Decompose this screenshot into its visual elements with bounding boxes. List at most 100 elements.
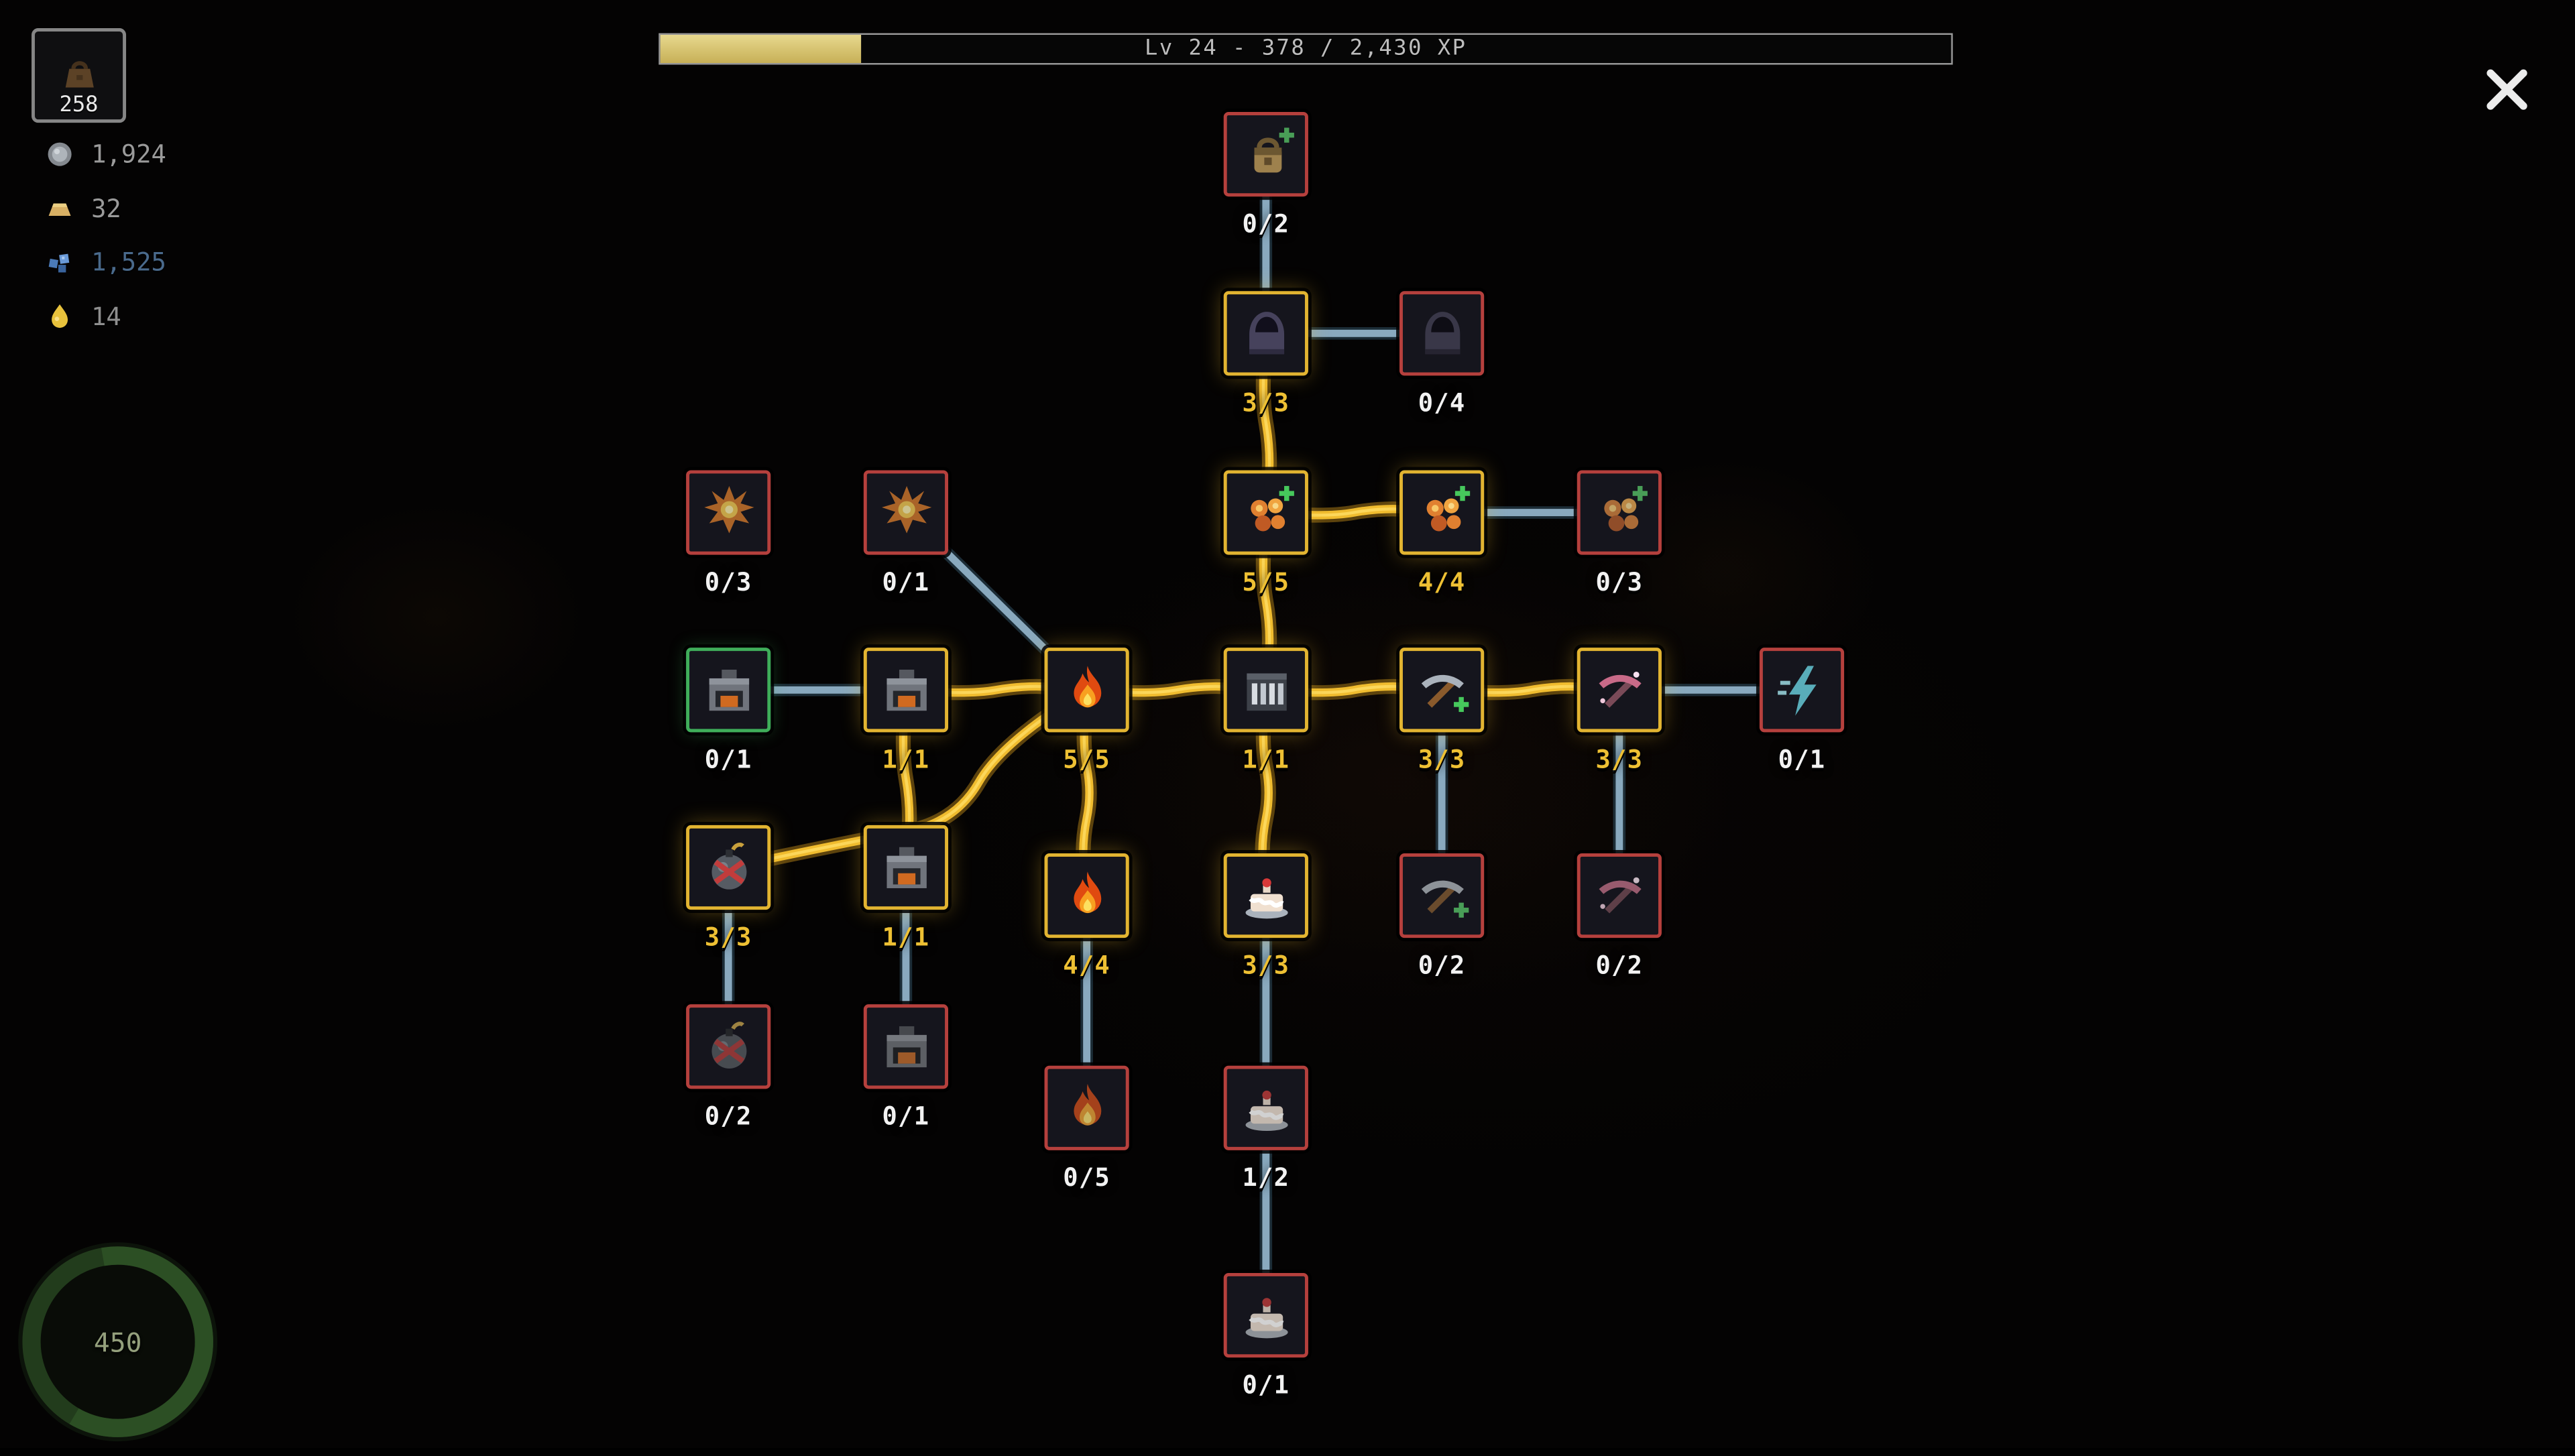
cake-icon xyxy=(1245,1089,1288,1130)
xp-bar-fill xyxy=(660,34,862,64)
skill-node-points: 3/3 xyxy=(1418,744,1466,775)
pickaxe-red-icon xyxy=(1598,876,1641,913)
explosion-icon xyxy=(880,485,931,533)
flame-icon xyxy=(1073,1083,1101,1125)
satchel-plus-icon xyxy=(1253,127,1294,172)
flame-icon xyxy=(1073,665,1101,707)
ore-upgrade-icon xyxy=(1603,485,1647,531)
skill-node-pickaxe-boost-2[interactable] xyxy=(1399,853,1485,938)
resource-item: 14 xyxy=(43,300,121,332)
skill-node-miner-robe[interactable] xyxy=(1223,291,1308,376)
skill-node-blast-1[interactable] xyxy=(686,470,771,555)
skill-node-pickaxe-boost-1[interactable] xyxy=(1399,648,1485,733)
inventory-slot-count: 258 xyxy=(59,93,99,118)
skill-node-points: 0/1 xyxy=(882,1101,930,1132)
skill-node-pickaxe-power-1[interactable] xyxy=(1577,648,1662,733)
xp-bar: Lv 24 - 378 / 2,430 XP xyxy=(659,33,1953,65)
ingot-icon xyxy=(48,202,71,216)
skill-node-points: 0/3 xyxy=(1595,567,1644,597)
close-icon xyxy=(2486,69,2527,110)
furnace-icon xyxy=(886,1025,926,1067)
cake-icon xyxy=(1245,1296,1288,1338)
skill-node-points: 1/2 xyxy=(1242,1162,1290,1193)
ring-counter-value: 450 xyxy=(93,1326,142,1358)
flame-icon xyxy=(1073,870,1101,912)
pickaxe-plus-icon xyxy=(1420,674,1469,711)
skill-node-points: 0/2 xyxy=(1595,950,1644,981)
bomb-icon xyxy=(711,1021,746,1068)
skill-node-bomb-2[interactable] xyxy=(686,1004,771,1089)
explosion-icon xyxy=(703,485,754,533)
skill-node-points: 0/2 xyxy=(704,1101,752,1132)
skill-node-points: 3/3 xyxy=(1242,950,1290,981)
skill-node-bomb-1[interactable] xyxy=(686,825,771,910)
skill-node-ore-boost[interactable] xyxy=(1223,470,1308,555)
skill-node-points: 5/5 xyxy=(1242,567,1290,597)
skill-node-blast-2[interactable] xyxy=(863,470,949,555)
robe-icon xyxy=(1248,310,1283,354)
robe-icon xyxy=(1424,310,1460,354)
skill-node-cake-3[interactable] xyxy=(1223,1272,1308,1358)
bag-icon xyxy=(54,48,103,104)
ore-upgrade-icon xyxy=(1426,485,1469,531)
skill-node-points: 3/3 xyxy=(1242,387,1290,418)
skill-node-points: 0/1 xyxy=(1242,1370,1290,1400)
skill-node-kiln[interactable] xyxy=(1223,648,1308,733)
resource-amount: 1,924 xyxy=(91,139,166,170)
close-button[interactable] xyxy=(2469,52,2545,128)
skill-node-supply-pack[interactable] xyxy=(1223,112,1308,197)
resource-item: 1,525 xyxy=(43,246,166,279)
skill-node-pickaxe-power-2[interactable] xyxy=(1577,853,1662,938)
skill-node-furnace-4[interactable] xyxy=(863,1004,949,1089)
pickaxe-plus-icon xyxy=(1420,879,1469,917)
skill-node-points: 4/4 xyxy=(1418,567,1466,597)
skill-node-points: 0/1 xyxy=(704,744,752,775)
skill-node-cake-1[interactable] xyxy=(1223,853,1308,938)
coin-icon xyxy=(48,142,72,166)
furnace-icon xyxy=(886,846,926,888)
ring-gauge-icon xyxy=(18,1242,218,1442)
skill-node-furnace-2[interactable] xyxy=(863,648,949,733)
furnace-icon xyxy=(886,668,926,710)
bag-icon xyxy=(64,60,93,87)
cake-icon xyxy=(1245,877,1288,918)
skill-node-flame-hub[interactable] xyxy=(1044,648,1129,733)
skill-node-miner-robe-2[interactable] xyxy=(1399,291,1485,376)
skill-node-furnace-3[interactable] xyxy=(863,825,949,910)
skill-edge xyxy=(726,688,1088,869)
skill-node-points: 3/3 xyxy=(704,922,752,953)
resource-amount: 14 xyxy=(91,301,121,332)
skill-node-points: 0/5 xyxy=(1063,1162,1110,1193)
skill-node-ore-boost-2[interactable] xyxy=(1399,470,1485,555)
skill-node-points: 1/1 xyxy=(882,744,930,775)
skill-node-points: 0/4 xyxy=(1418,387,1466,418)
resource-item: 1,924 xyxy=(43,137,166,170)
skill-node-ore-boost-3[interactable] xyxy=(1577,470,1662,555)
inventory-slot[interactable]: 258 xyxy=(32,28,127,123)
amber-icon xyxy=(52,304,68,328)
skill-node-flame-3[interactable] xyxy=(1044,1065,1129,1150)
resource-item: 32 xyxy=(43,192,121,225)
xp-bar-label: Lv 24 - 378 / 2,430 XP xyxy=(1144,36,1467,62)
resource-amount: 32 xyxy=(91,193,121,224)
skill-node-cake-2[interactable] xyxy=(1223,1065,1308,1150)
blue-ore-icon xyxy=(48,254,70,273)
skill-node-furnace-1[interactable] xyxy=(686,648,771,733)
resource-amount: 1,525 xyxy=(91,247,166,278)
skill-node-points: 5/5 xyxy=(1063,744,1110,775)
ore-upgrade-icon xyxy=(1250,485,1294,531)
skill-node-points: 0/2 xyxy=(1242,208,1290,239)
skill-node-sprint[interactable] xyxy=(1759,648,1845,733)
sprint-icon xyxy=(1776,665,1816,715)
bomb-icon xyxy=(711,841,746,889)
skill-node-points: 1/1 xyxy=(1242,744,1290,775)
skill-node-flame-2[interactable] xyxy=(1044,853,1129,938)
skill-node-points: 0/1 xyxy=(1778,744,1826,775)
skill-node-points: 4/4 xyxy=(1063,950,1110,981)
resource-ring: 450 xyxy=(10,1234,226,1450)
furnace-icon xyxy=(708,668,748,710)
skill-node-points: 0/3 xyxy=(704,567,752,597)
skill-node-points: 1/1 xyxy=(882,922,930,953)
